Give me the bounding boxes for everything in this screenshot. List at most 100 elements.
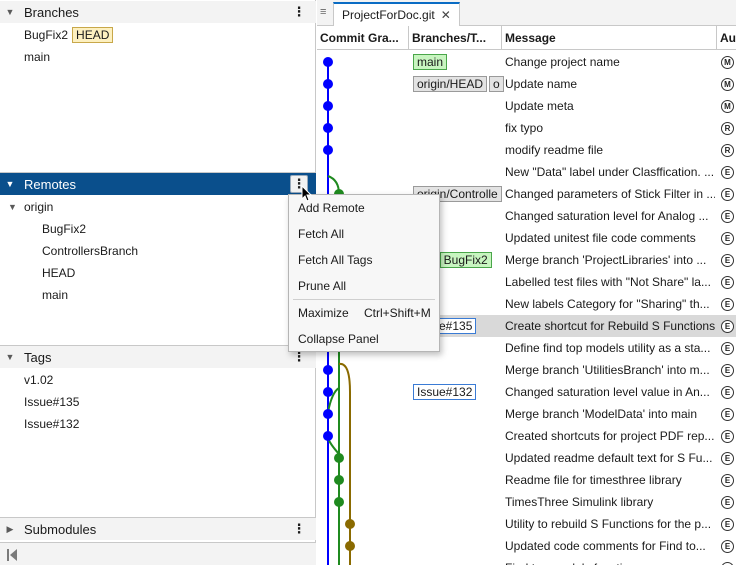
expand-triangle-icon[interactable]: ▼ <box>8 202 17 212</box>
menu-item-fetch-all-tags[interactable]: Fetch All Tags <box>289 248 439 272</box>
head-badge: HEAD <box>72 27 114 43</box>
commit-row[interactable]: Updated code comments for Find to...E <box>317 535 736 557</box>
commit-row[interactable]: Created shortcuts for project PDF rep...… <box>317 425 736 447</box>
collapse-triangle-icon[interactable]: ▼ <box>5 352 15 362</box>
column-header-message[interactable]: Message <box>502 26 717 50</box>
commit-row[interactable]: New labels Category for "Sharing" th...E <box>317 293 736 315</box>
tags-section-header[interactable]: ▼ Tags ⋮ <box>0 346 316 368</box>
collapse-triangle-icon[interactable]: ▼ <box>5 7 15 17</box>
tag-item[interactable]: Issue#132 <box>24 417 80 431</box>
commit-node[interactable] <box>323 101 333 111</box>
column-header-graph[interactable]: Commit Gra... <box>317 26 409 50</box>
tab-menu-icon[interactable]: ≡ <box>320 6 327 18</box>
more-options-icon[interactable]: ⋮ <box>292 521 306 536</box>
graph-line-branch <box>338 362 351 393</box>
column-header-author[interactable]: Au <box>720 31 736 45</box>
author-avatar: E <box>721 474 734 487</box>
more-options-icon[interactable]: ⋮ <box>292 4 306 19</box>
commit-node[interactable] <box>345 541 355 551</box>
commit-node[interactable] <box>323 387 333 397</box>
tab-bar: ≡ ProjectForDoc.git ✕ <box>317 0 736 26</box>
commit-message: Update name <box>505 77 578 91</box>
graph-merge-line <box>327 387 340 413</box>
commit-message: Define find top models utility as a sta.… <box>505 341 711 355</box>
commit-row[interactable]: New "Data" label under Clasffication. ..… <box>317 161 736 183</box>
menu-item-add-remote[interactable]: Add Remote <box>289 196 439 220</box>
more-options-icon[interactable]: ⋮ <box>292 349 306 364</box>
commit-node[interactable] <box>334 475 344 485</box>
menu-item-fetch-all[interactable]: Fetch All <box>289 222 439 246</box>
column-header-branches[interactable]: Branches/T... <box>409 26 502 50</box>
tab-label: ProjectForDoc.git <box>342 8 435 22</box>
remotes-section-header[interactable]: ▼ Remotes ⋮ <box>0 173 316 195</box>
author-avatar: E <box>721 320 734 333</box>
ref-badge[interactable]: main <box>413 54 448 70</box>
commit-node[interactable] <box>345 519 355 529</box>
commit-node[interactable] <box>323 57 333 67</box>
commit-row[interactable]: Labelled test files with "Not Share" la.… <box>317 271 736 293</box>
ref-badge[interactable]: origin/HEAD <box>413 76 488 92</box>
tab-projectfordoc[interactable]: ProjectForDoc.git ✕ <box>333 2 460 26</box>
commit-row[interactable]: Readme file for timesthree library E <box>317 469 736 491</box>
collapse-triangle-icon[interactable]: ▼ <box>5 179 15 189</box>
author-avatar: E <box>721 342 734 355</box>
commit-row[interactable]: Utility to rebuild S Functions for the p… <box>317 513 736 535</box>
commit-row[interactable]: Changed saturation level for Analog ...E <box>317 205 736 227</box>
ref-badge[interactable]: Issue#132 <box>413 384 477 400</box>
commit-row[interactable]: Merge branch 'UtilitiesBranch' into m...… <box>317 359 736 381</box>
author-avatar: E <box>721 386 734 399</box>
remote-branch-item[interactable]: main <box>42 288 69 302</box>
commit-refs: Issue#132 <box>413 384 477 400</box>
commit-node[interactable] <box>323 145 333 155</box>
commit-node[interactable] <box>334 497 344 507</box>
branch-item-bugfix2[interactable]: BugFix2 HEAD <box>24 25 114 45</box>
commit-message: modify readme file <box>505 143 604 157</box>
tag-item[interactable]: Issue#135 <box>24 395 80 409</box>
collapse-left-icon[interactable] <box>7 549 9 561</box>
commit-node[interactable] <box>323 431 333 441</box>
commit-row[interactable]: Updated readme default text for S Fu...E <box>317 447 736 469</box>
commit-message: Updated code comments for Find to... <box>505 539 706 553</box>
commit-message: fix typo <box>505 121 544 135</box>
commit-refs: main <box>413 54 448 70</box>
commit-row[interactable]: Define find top models utility as a sta.… <box>317 337 736 359</box>
branch-item-main[interactable]: main <box>24 47 50 67</box>
remote-branch-item[interactable]: ControllersBranch <box>42 244 139 258</box>
commit-node[interactable] <box>334 453 344 463</box>
menu-item-maximize[interactable]: Maximize Ctrl+Shift+M <box>289 301 439 325</box>
commit-message: Merge branch 'UtilitiesBranch' into m... <box>505 363 710 377</box>
commit-node[interactable] <box>323 123 333 133</box>
menu-label: Maximize <box>298 306 349 320</box>
menu-item-prune-all[interactable]: Prune All <box>289 274 439 298</box>
branches-section-header[interactable]: ▼ Branches ⋮ <box>0 1 316 23</box>
tag-item[interactable]: v1.02 <box>24 373 54 387</box>
submodules-section-header[interactable]: ▶ Submodules ⋮ <box>0 518 316 540</box>
commit-message: Readme file for timesthree library <box>505 473 682 487</box>
ref-badge[interactable]: BugFix2 <box>439 252 492 268</box>
author-avatar: E <box>721 276 734 289</box>
commit-node[interactable] <box>323 79 333 89</box>
remote-branch-item[interactable]: BugFix2 <box>42 222 87 236</box>
author-avatar: E <box>721 166 734 179</box>
left-panel: ▼ Branches ⋮ BugFix2 HEAD main ▼ Remotes… <box>0 0 316 565</box>
remote-origin[interactable]: origin <box>24 197 53 217</box>
commit-node[interactable] <box>323 365 333 375</box>
close-icon[interactable]: ✕ <box>440 8 451 22</box>
expand-triangle-icon[interactable]: ▶ <box>6 523 14 534</box>
menu-item-collapse-panel[interactable]: Collapse Panel <box>289 327 439 351</box>
ref-badge[interactable]: o <box>489 76 504 92</box>
commit-node[interactable] <box>323 409 333 419</box>
branch-name: BugFix2 <box>24 28 69 42</box>
remote-branch-item[interactable]: HEAD <box>42 266 76 280</box>
commit-message: Update meta <box>505 99 574 113</box>
collapse-left-arrow-icon[interactable] <box>10 549 17 561</box>
